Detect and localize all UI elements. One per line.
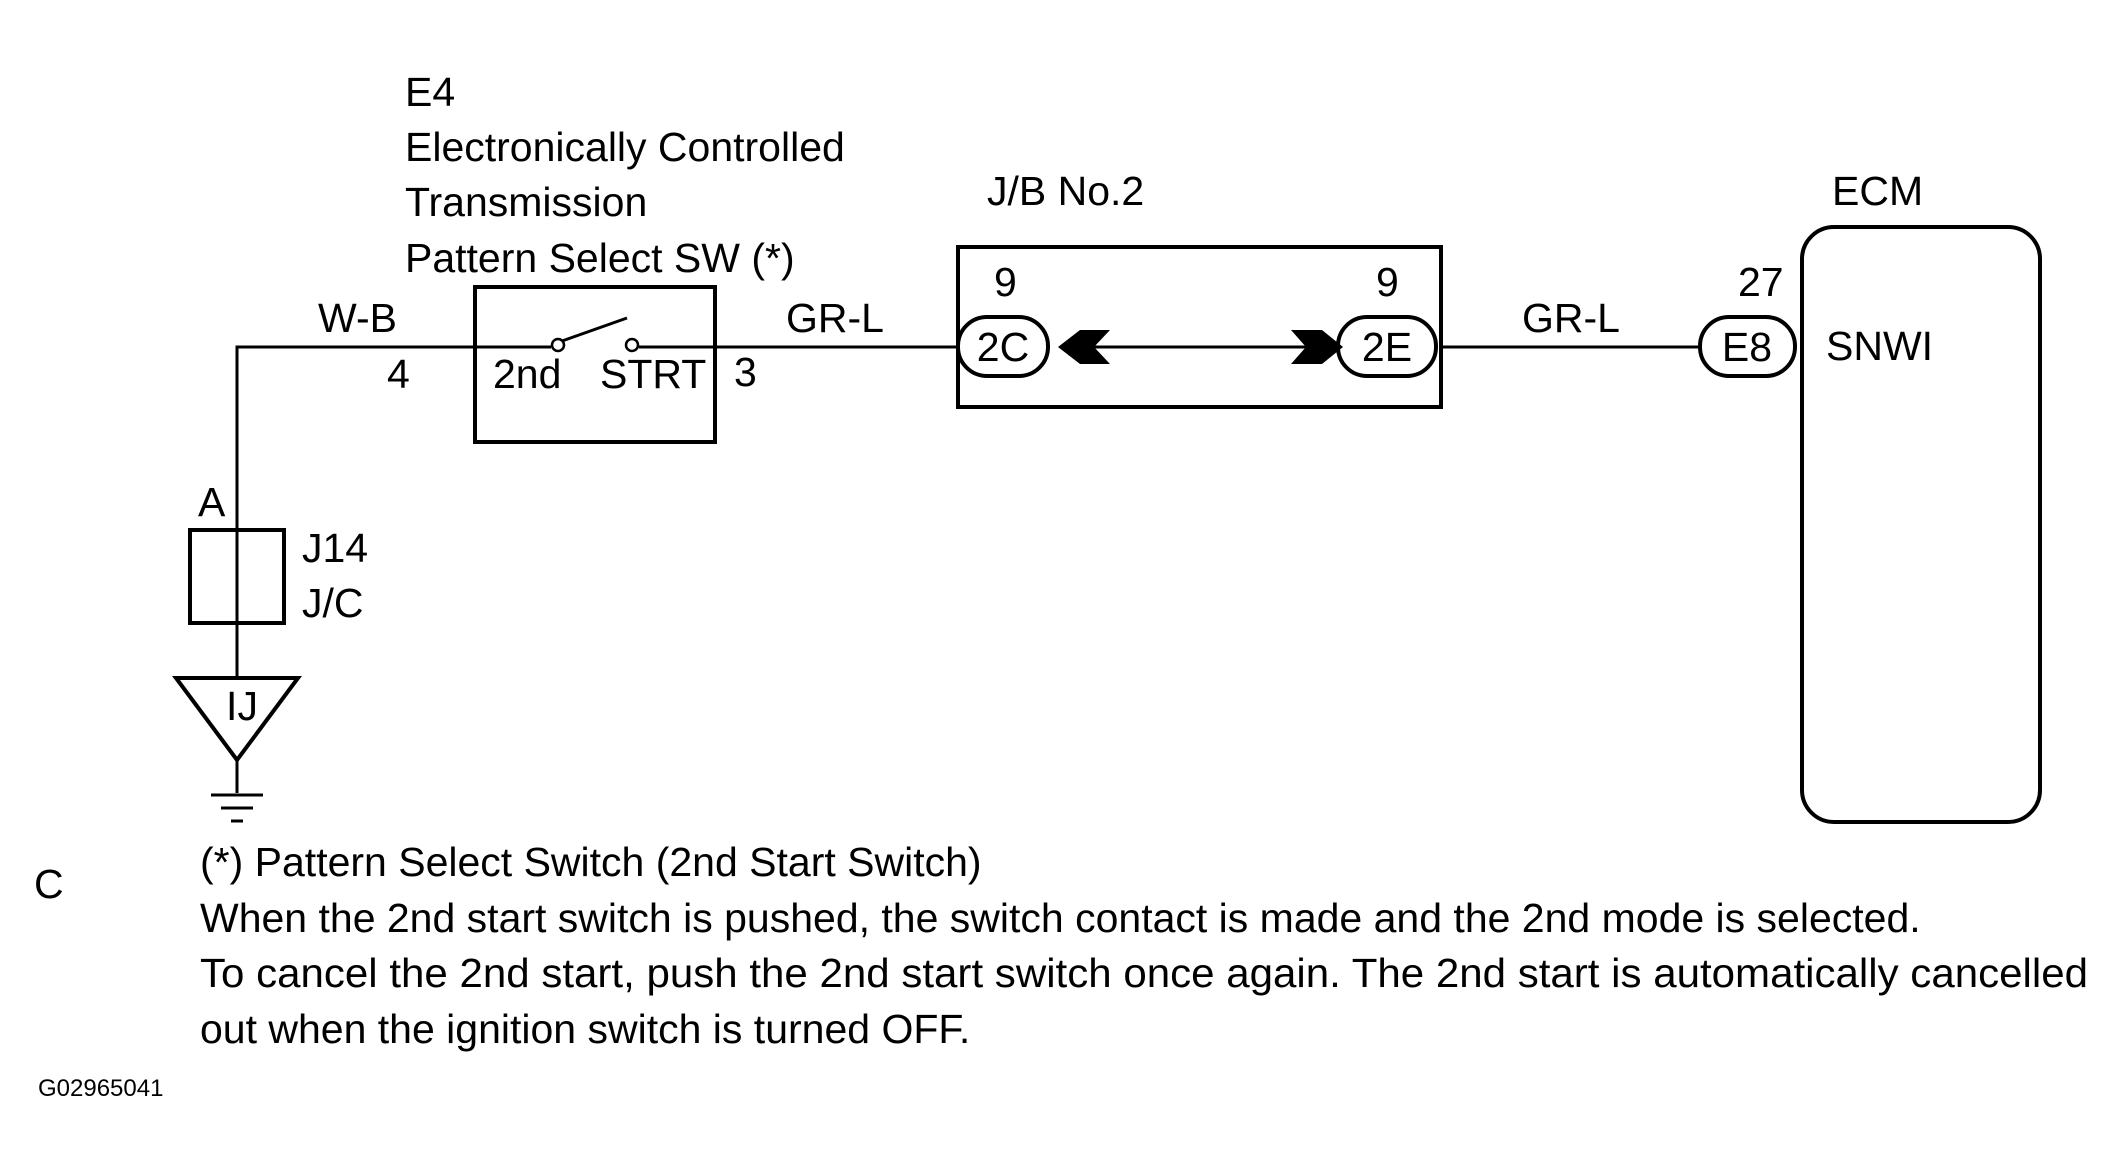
switch-blade (561, 316, 628, 343)
ecm-pin: 27 (1738, 259, 1784, 305)
switch-box (473, 285, 717, 444)
figure-id: G02965041 (38, 1075, 163, 1102)
wires (235, 345, 1700, 478)
switch-contact-right (624, 337, 640, 353)
ground-point: IJ (172, 676, 302, 823)
junction-left-arrow (1058, 330, 1110, 364)
ground-triangle (172, 676, 302, 764)
connector-2c-label: 2C (977, 324, 1029, 370)
junction-connector-code: J14 (302, 525, 368, 571)
ground-label: IJ (226, 683, 258, 729)
switch-code: E4 (405, 69, 455, 115)
switch-name-line3: Pattern Select SW (*) (405, 235, 795, 281)
note-line-2: When the 2nd start switch is pushed, the… (200, 895, 1921, 941)
note-line-1: (*) Pattern Select Switch (2nd Start Swi… (200, 839, 982, 885)
junction-block-box (956, 245, 1443, 409)
junction-connector-pin: A (198, 479, 226, 525)
junction-connector-name: J/C (302, 580, 364, 626)
connector-2c-oval (956, 315, 1050, 378)
ecm-terminal: SNWI (1826, 323, 1933, 369)
switch-contact-right-label: STRT (600, 351, 706, 397)
junction-block: J/B No.2 9 9 2C 2E (956, 168, 1443, 409)
switch-right-pin: 3 (734, 349, 757, 395)
ecm: ECM 27 E8 SNWI (1698, 168, 2042, 824)
margin-label: C (34, 861, 64, 907)
left-signal-wire-color: GR-L (786, 295, 884, 341)
switch-contact-left-label: 2nd (493, 351, 561, 397)
ecm-box (1800, 225, 2042, 824)
junction-connector: A J14 J/C (188, 478, 368, 680)
connector-2e-label: 2E (1362, 324, 1412, 370)
connector-e8-label: E8 (1722, 324, 1772, 370)
junction-block-name: J/B No.2 (987, 168, 1144, 214)
switch-contact-left (550, 337, 566, 353)
junction-block-right-pin: 9 (1376, 259, 1399, 305)
junction-block-left-pin: 9 (994, 259, 1017, 305)
pattern-select-switch: E4 Electronically Controlled Transmissio… (318, 69, 845, 444)
switch-left-pin: 4 (387, 351, 410, 397)
note-line-3: To cancel the 2nd start, push the 2nd st… (200, 950, 2088, 996)
right-signal-wire-color: GR-L (1522, 295, 1620, 341)
note-line-4: out when the ignition switch is turned O… (200, 1006, 970, 1052)
ground-wire (235, 345, 475, 478)
ecm-name: ECM (1832, 168, 1923, 214)
connector-e8-oval (1698, 315, 1797, 378)
switch-name-line2: Transmission (405, 179, 647, 225)
ground-wire-color: W-B (318, 295, 397, 341)
switch-name-line1: Electronically Controlled (405, 124, 845, 170)
junction-right-arrow (1291, 330, 1343, 364)
